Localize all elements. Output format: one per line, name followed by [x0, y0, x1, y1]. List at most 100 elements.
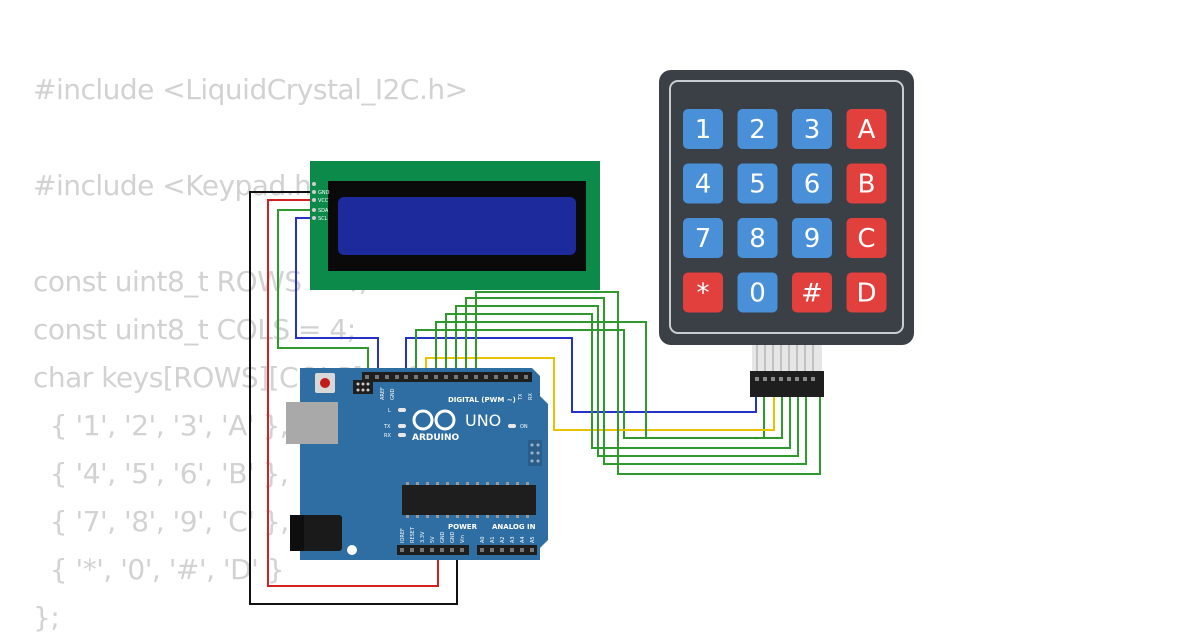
- pin-label: A5: [530, 536, 536, 543]
- wire-kp-3: [425, 357, 775, 431]
- keypad-key-label: 6: [804, 170, 821, 200]
- code-line: { '1', '2', '3', 'A' },: [33, 409, 289, 442]
- keypad-key-label: 7: [695, 224, 712, 254]
- pin-tx: TX: [518, 393, 524, 401]
- lcd-pin-header: [312, 182, 316, 220]
- keypad-key[interactable]: 2: [737, 109, 778, 149]
- keypad-key[interactable]: 9: [792, 218, 832, 258]
- keypad-key-label: 2: [749, 115, 766, 145]
- wire-sda: [277, 209, 369, 376]
- keypad-ribbon: [750, 345, 824, 397]
- arduino-uno: AREF GND DIGITAL (PWM ~) TX RX L TX RX O…: [286, 368, 548, 560]
- wire-gnd: [249, 191, 458, 605]
- pin-label: GND: [450, 531, 456, 543]
- wire-kp-7: [465, 297, 807, 465]
- keypad-key[interactable]: 4: [683, 163, 723, 204]
- wire-kp-6: [455, 305, 799, 457]
- power-label: POWER: [448, 523, 478, 531]
- pin-label: IOREF: [400, 528, 406, 543]
- keypad-key[interactable]: 3: [792, 109, 832, 149]
- keypad-key-label: 4: [695, 170, 712, 200]
- digital-header-pins: [365, 375, 528, 379]
- atmega-chip: [402, 485, 536, 515]
- led-rx-label: RX: [384, 433, 391, 439]
- lcd-pin-vcc: VCC: [318, 198, 329, 204]
- wire-kp-8: [475, 291, 821, 475]
- analog-label: ANALOG IN: [492, 523, 536, 531]
- code-line: const uint8_t COLS = 4;: [33, 313, 356, 346]
- analog-header: [477, 545, 537, 555]
- keypad-key[interactable]: 0: [737, 272, 778, 313]
- keypad-key[interactable]: 1: [683, 109, 723, 149]
- keypad-key-label: B: [858, 170, 876, 200]
- wire-kp-5: [445, 313, 791, 449]
- keypad-key-label: 5: [749, 170, 766, 200]
- keypad-key[interactable]: A: [846, 109, 887, 149]
- pin-label: 5V: [430, 536, 436, 543]
- wires: [249, 191, 821, 605]
- mount-hole: [347, 545, 357, 555]
- wire-scl: [295, 217, 379, 376]
- lcd-pin-scl: SCL: [318, 216, 328, 222]
- arduino-logo-icon: [412, 409, 456, 431]
- keypad-key[interactable]: C: [846, 218, 887, 258]
- pin-gnd-digital: GND: [390, 388, 396, 400]
- keypad-key-label: 3: [804, 115, 821, 145]
- pin-label: A1: [490, 536, 496, 543]
- code-line: { '*', '0', '#', 'D' }: [33, 553, 285, 586]
- keypad-key-label: 9: [804, 224, 821, 254]
- pin-aref: AREF: [380, 387, 386, 400]
- keypad-key-label: 0: [749, 279, 766, 309]
- pin-label: RESET: [410, 526, 416, 543]
- icsp2-header: [528, 440, 542, 466]
- led-on-label: ON: [520, 424, 528, 430]
- lcd-pin-sda: SDA: [318, 208, 329, 214]
- pin-label: GND: [440, 531, 446, 543]
- board-brand: ARDUINO: [412, 433, 460, 443]
- keypad-key-label: A: [858, 115, 876, 145]
- pin-label: A3: [510, 536, 516, 543]
- keypad-key-label: C: [857, 224, 875, 254]
- pin-label: 3.3V: [420, 531, 426, 543]
- pin-label: A0: [480, 536, 486, 543]
- lcd-pin-gnd: GND: [318, 190, 330, 196]
- usb-port: [286, 402, 338, 444]
- keypad-key[interactable]: 8: [737, 218, 778, 258]
- led-tx-label: TX: [383, 424, 391, 430]
- keypad-key[interactable]: #: [792, 272, 832, 313]
- icsp-header: [353, 380, 373, 394]
- keypad-key-label: 8: [749, 224, 766, 254]
- keypad-key-label: #: [801, 279, 823, 309]
- pin-rx: RX: [528, 393, 534, 400]
- digital-label: DIGITAL (PWM ~): [448, 396, 516, 404]
- code-line: };: [33, 601, 60, 634]
- keypad-key[interactable]: 6: [792, 163, 832, 204]
- code-line: #include <LiquidCrystal_I2C.h>: [33, 73, 468, 106]
- keypad-key-label: 1: [695, 115, 712, 145]
- pin-label: A4: [520, 536, 526, 543]
- wire-vcc: [267, 199, 439, 587]
- code-line: { '4', '5', '6', 'B' },: [33, 457, 289, 490]
- keypad-key-label: D: [856, 279, 876, 309]
- lcd-screen: [338, 197, 576, 255]
- keypad: 1 2 3 A 4 5 6 B 7 8 9 C * 0 # D: [659, 70, 914, 397]
- lcd-module: GND VCC SDA SCL: [310, 161, 600, 290]
- keypad-border: [669, 80, 904, 334]
- keypad-key[interactable]: 5: [737, 163, 778, 204]
- keypad-key[interactable]: D: [846, 272, 887, 313]
- wire-kp-1: [405, 337, 757, 413]
- keypad-key[interactable]: B: [846, 163, 887, 204]
- pin-label: A2: [500, 536, 506, 543]
- keypad-key[interactable]: 7: [683, 218, 723, 258]
- keypad-keys: 1 2 3 A 4 5 6 B 7 8 9 C * 0 # D: [683, 109, 887, 313]
- board-model: UNO: [465, 411, 501, 430]
- pin-label: Vin: [460, 535, 466, 543]
- wire-kp-4: [435, 321, 783, 439]
- led-l-label: L: [388, 408, 391, 414]
- dc-jack-tip: [290, 515, 304, 551]
- code-line: #include <Keypad.h>: [33, 169, 335, 202]
- keypad-key[interactable]: *: [683, 272, 723, 313]
- keypad-key-label: *: [697, 279, 710, 309]
- keypad-connector: [750, 371, 824, 397]
